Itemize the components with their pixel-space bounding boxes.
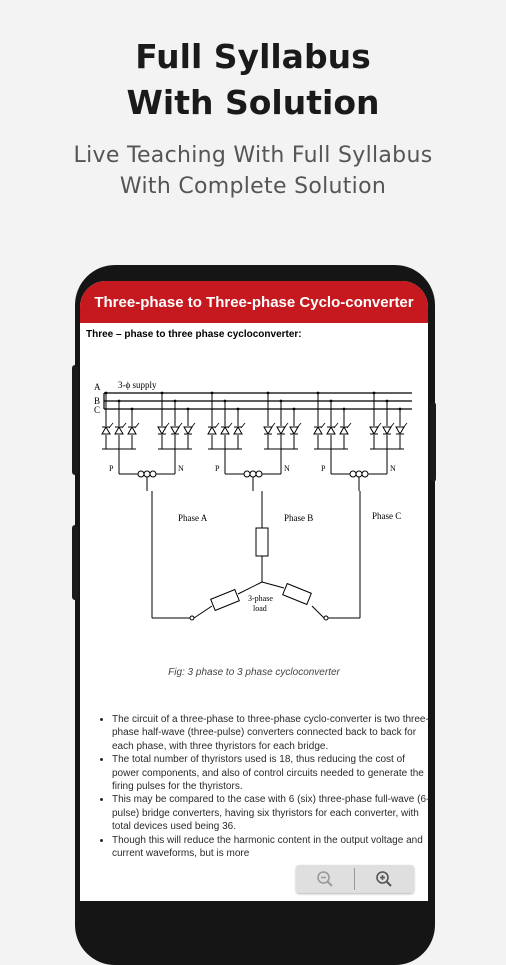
- thyristor-gate: [134, 422, 140, 429]
- zoom-divider: [354, 868, 355, 890]
- line-label-a: A: [94, 382, 101, 392]
- thyristor-gate: [190, 422, 196, 429]
- hero-subtitle-line2: With Complete Solution: [119, 174, 387, 199]
- thyristor: [276, 426, 286, 436]
- explanation-list: The circuit of a three-phase to three-ph…: [94, 713, 428, 860]
- thyristor: [289, 426, 299, 436]
- thyristor-gate: [121, 422, 127, 429]
- thyristor: [127, 425, 137, 435]
- load-label-line1: 3-phase: [248, 594, 273, 603]
- n-label: N: [390, 464, 396, 473]
- phone-side-button-left-top: [72, 365, 78, 475]
- hero-title: Full Syllabus With Solution: [0, 34, 506, 126]
- thyristor: [339, 425, 349, 435]
- list-item: The circuit of a three-phase to three-ph…: [112, 713, 428, 753]
- reactor-coil: [355, 470, 363, 478]
- zoom-controls: [296, 865, 414, 893]
- thyristor: [313, 425, 323, 435]
- line-label-c: C: [94, 405, 100, 415]
- thyristor: [183, 426, 193, 436]
- hero-title-line2: With Solution: [126, 83, 380, 122]
- thyristor: [395, 426, 405, 436]
- thyristor: [326, 425, 336, 435]
- thyristor-gate: [296, 422, 302, 429]
- reactor-coil: [349, 470, 357, 478]
- reactor-coil: [249, 470, 257, 478]
- reactor-coil: [137, 470, 145, 478]
- reactor-coil: [255, 470, 263, 478]
- thyristor-gate: [320, 422, 326, 429]
- list-item: Though this will reduce the harmonic con…: [112, 834, 428, 861]
- zoom-out-icon: [317, 871, 333, 887]
- thyristor-gate: [376, 422, 382, 429]
- zoom-in-button[interactable]: [355, 865, 413, 893]
- thyristor-gate: [214, 422, 220, 429]
- thyristor-gate: [402, 422, 408, 429]
- thyristor: [114, 425, 124, 435]
- thyristor-gate: [227, 422, 233, 429]
- phone-side-button-right: [430, 402, 436, 482]
- zoom-in-icon: [376, 871, 392, 887]
- phase-a-label: Phase A: [178, 513, 208, 523]
- thyristor-gate: [177, 422, 183, 429]
- reactor-coil: [361, 470, 369, 478]
- reactor-coil: [143, 470, 151, 478]
- content-heading: Three – phase to three phase cycloconver…: [86, 329, 302, 340]
- reactor-coil: [149, 470, 157, 478]
- p-label: P: [109, 464, 114, 473]
- n-label: N: [178, 464, 184, 473]
- list-item: The total number of thyristors used is 1…: [112, 753, 428, 793]
- hero-subtitle-line1: Live Teaching With Full Syllabus: [73, 143, 433, 168]
- thyristor: [263, 426, 273, 436]
- p-label: P: [321, 464, 326, 473]
- thyristor-gate: [389, 422, 395, 429]
- thyristor: [220, 425, 230, 435]
- load-label-line2: load: [253, 604, 267, 613]
- thyristor-gate: [283, 422, 289, 429]
- thyristor-gate: [333, 422, 339, 429]
- n-label: N: [284, 464, 290, 473]
- thyristor-gate: [108, 422, 114, 429]
- phase-c-label: Phase C: [372, 511, 401, 521]
- thyristor: [233, 425, 243, 435]
- list-item: This may be compared to the case with 6 …: [112, 793, 428, 833]
- zoom-out-button[interactable]: [296, 865, 354, 893]
- app-screen: Three-phase to Three-phase Cyclo-convert…: [80, 281, 428, 901]
- thyristor-gate: [240, 422, 246, 429]
- supply-label: 3-ϕ supply: [118, 380, 157, 390]
- hero-title-line1: Full Syllabus: [135, 37, 371, 76]
- phase-b-label: Phase B: [284, 513, 313, 523]
- figure-caption: Fig: 3 phase to 3 phase cycloconverter: [168, 667, 340, 678]
- thyristor-gate: [270, 422, 276, 429]
- thyristor: [101, 425, 111, 435]
- line-label-b: B: [94, 396, 100, 406]
- thyristor: [207, 425, 217, 435]
- hero-subtitle: Live Teaching With Full Syllabus With Co…: [0, 140, 506, 202]
- thyristor: [170, 426, 180, 436]
- reactor-coil: [243, 470, 251, 478]
- thyristor: [382, 426, 392, 436]
- app-bar-title: Three-phase to Three-phase Cyclo-convert…: [80, 281, 428, 323]
- p-label: P: [215, 464, 220, 473]
- thyristor: [369, 426, 379, 436]
- thyristor-gate: [346, 422, 352, 429]
- thyristor-gate: [164, 422, 170, 429]
- thyristor: [157, 426, 167, 436]
- phone-side-button-left-bottom: [72, 525, 78, 600]
